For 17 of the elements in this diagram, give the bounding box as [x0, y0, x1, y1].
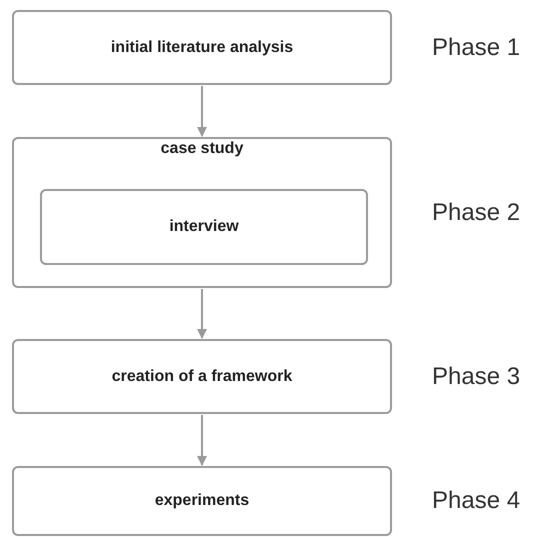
- phase-label: Phase 1: [432, 36, 520, 60]
- arrow: [197, 289, 207, 339]
- box-label: case study: [160, 139, 244, 159]
- arrow: [197, 86, 207, 137]
- phase-label: Phase 3: [432, 364, 520, 388]
- phase-label: Phase 4: [432, 489, 520, 513]
- process-box: [12, 137, 392, 288]
- process-box: [12, 466, 392, 536]
- process-box: [12, 339, 392, 414]
- box-label: interview: [169, 217, 239, 237]
- arrow: [197, 415, 207, 466]
- box-label: experiments: [154, 491, 250, 511]
- process-box: [40, 189, 368, 265]
- box-label: initial literature analysis: [110, 38, 294, 58]
- process-box: [12, 10, 392, 85]
- box-label: creation of a framework: [112, 366, 292, 386]
- phase-label: Phase 2: [432, 200, 520, 224]
